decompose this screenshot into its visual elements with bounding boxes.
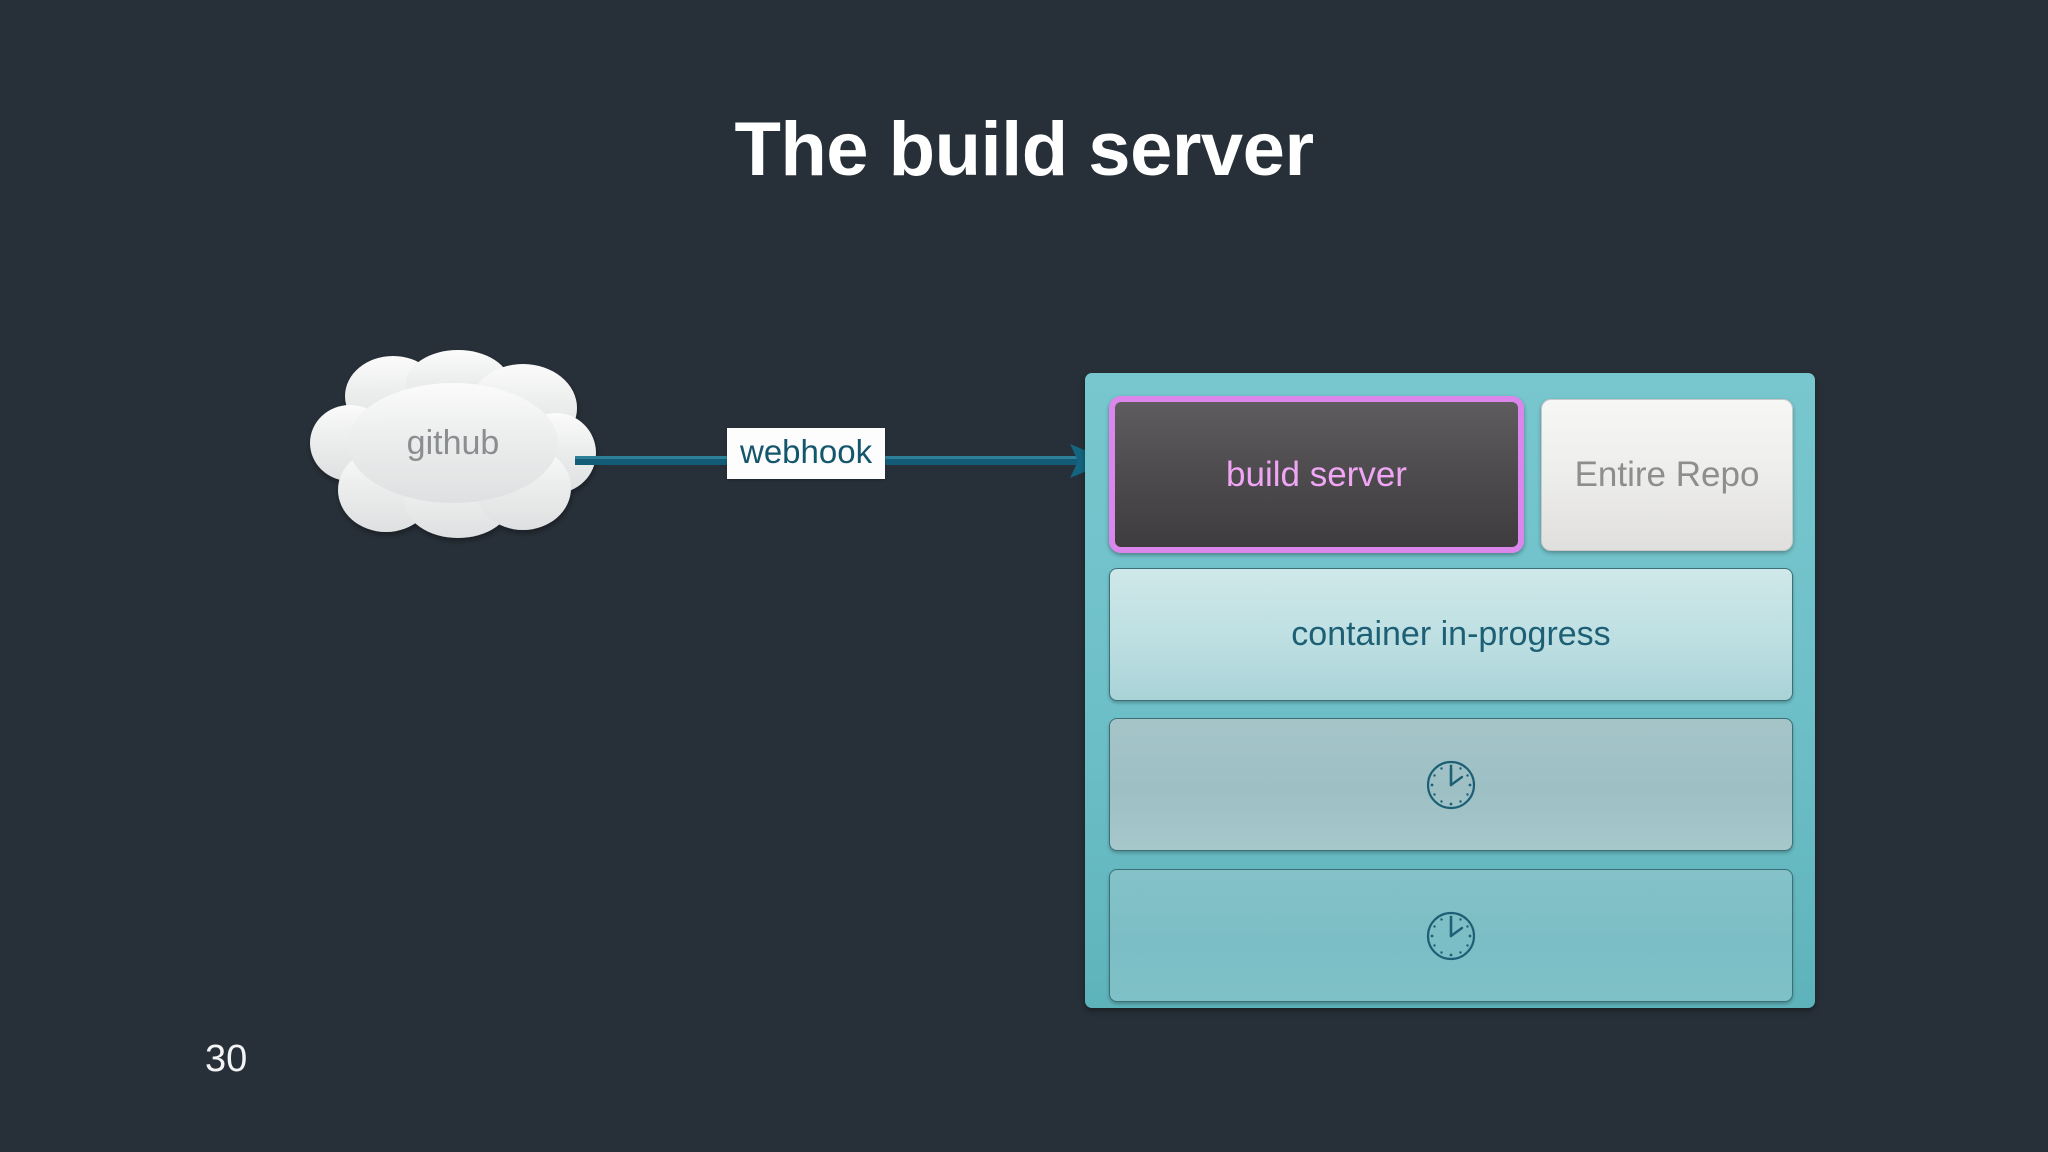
build-server-label: build server xyxy=(1226,454,1407,494)
queued-container-2-box[interactable] xyxy=(1109,869,1793,1002)
clock-icon xyxy=(1425,910,1477,962)
entire-repo-label: Entire Repo xyxy=(1574,455,1760,494)
build-server-box[interactable]: build server xyxy=(1109,396,1524,553)
github-cloud: github xyxy=(308,348,598,538)
cloud-shape-icon xyxy=(310,350,596,538)
container-in-progress-label: container in-progress xyxy=(1291,615,1611,653)
entire-repo-box[interactable]: Entire Repo xyxy=(1541,399,1793,551)
page-title: The build server xyxy=(734,107,1314,192)
webhook-label: webhook xyxy=(727,428,886,479)
page-number: 30 xyxy=(205,1038,248,1080)
clock-icon xyxy=(1425,759,1477,811)
queued-container-1-box[interactable] xyxy=(1109,718,1793,851)
build-server-container: build server Entire Repo container in-pr… xyxy=(1085,373,1815,1008)
container-in-progress-box[interactable]: container in-progress xyxy=(1109,568,1793,701)
